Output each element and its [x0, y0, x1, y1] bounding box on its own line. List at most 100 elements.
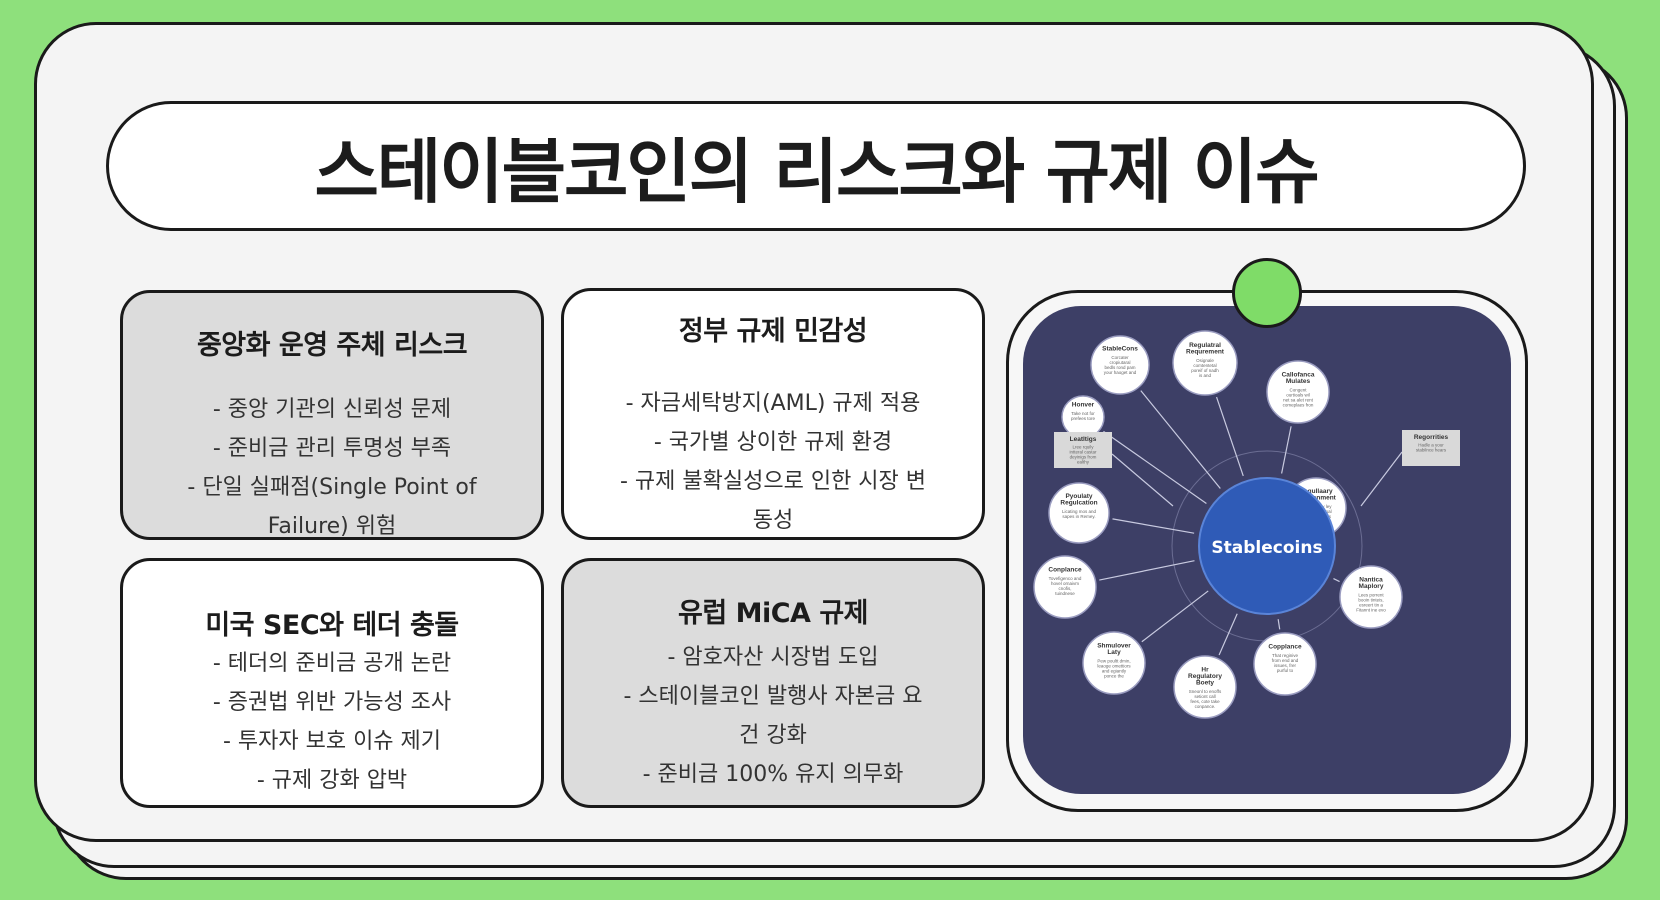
list-item: - 투자자 보호 이슈 제기: [222, 729, 442, 754]
node-description: your haoget and: [1104, 370, 1137, 375]
node-title: Leatltigs: [1070, 436, 1097, 443]
box-heading: 미국 SEC와 테더 충돌: [205, 610, 459, 641]
list-item: - 암호자산 시장법 도입: [667, 645, 879, 670]
node-title: Requrement: [1186, 349, 1225, 356]
node-title: Regorrities: [1414, 434, 1449, 441]
box-heading: 유럽 MiCA 규제: [678, 598, 869, 629]
diagram-spoke: [1141, 590, 1209, 643]
node-description: Hadle a your: [1418, 443, 1444, 448]
node-description: Corcater: [1111, 355, 1129, 360]
list-item: - 준비금 100% 유지 의무화: [642, 762, 904, 787]
node-description: comtentetal: [1193, 363, 1216, 368]
box-list: - 암호자산 시장법 도입 - 스테이블코인 발행사 자본금 요건 강화 - 준…: [564, 638, 982, 794]
node-circle: [1090, 335, 1150, 395]
node-description: setiont call: [1194, 694, 1215, 699]
node-title: Pyoulaty: [1065, 493, 1092, 500]
diagram-spoke: [1277, 619, 1281, 630]
node-description: sapes in Remey.: [1062, 514, 1095, 519]
node-description: bedls rond pam: [1104, 365, 1135, 370]
node-description: prefees tore: [1071, 416, 1096, 421]
list-item: - 자금세탁방지(AML) 규제 적용: [625, 391, 921, 416]
node-description: issues, frer: [1274, 663, 1297, 668]
node-title: Conplance: [1048, 567, 1082, 574]
center-node: [1198, 477, 1336, 615]
node-description: ealthy: [1077, 460, 1090, 465]
center-label: Stablecoins: [1211, 538, 1322, 558]
node-title: Honver: [1072, 402, 1095, 409]
diagram-node: RegulatralRequrementOsignalecomtentetalp…: [1172, 330, 1238, 396]
page-title: 스테이블코인의 리스크와 규제 이슈: [314, 130, 1319, 213]
node-description: Congent: [1289, 388, 1307, 393]
diagram-spoke: [1281, 426, 1292, 474]
node-description: Pew poultt dmin,: [1097, 659, 1130, 664]
label-connector: [1360, 451, 1403, 507]
risk-box-regulation: 정부 규제 민감성 - 자금세탁방지(AML) 규제 적용 - 국가별 상이한 …: [561, 288, 985, 540]
node-title: Regulcation: [1060, 500, 1097, 507]
node-title: Hr: [1201, 667, 1209, 674]
diagram-spoke: [1218, 613, 1238, 656]
node-title: Mulates: [1286, 378, 1311, 385]
decorative-dot: [1232, 258, 1302, 328]
node-description: purful to: [1277, 668, 1294, 673]
list-item: - 스테이블코인 발행사 자본금 요건 강화: [623, 684, 923, 748]
node-title: Callofanca: [1282, 372, 1315, 379]
node-description: Fitannt ine evo: [1356, 608, 1386, 613]
node-description: ponce the: [1104, 674, 1124, 679]
list-item: - 증권법 위반 가능성 조사: [212, 690, 452, 715]
node-description: cnofis,: [1058, 586, 1071, 591]
diagram-spoke: [1103, 430, 1207, 505]
node-description: Tovefigenco and: [1049, 576, 1082, 581]
node-description: and egiantly: [1102, 669, 1127, 674]
node-title: Laty: [1107, 649, 1121, 656]
node-title: Regulatral: [1189, 342, 1221, 349]
title-banner: 스테이블코인의 리스크와 규제 이슈: [106, 101, 1526, 231]
node-description: comeplaes fron: [1283, 403, 1314, 408]
diagram-spoke: [1112, 518, 1195, 534]
node-title: StableCons: [1102, 346, 1138, 353]
node-description: ourtioals wil: [1286, 393, 1310, 398]
risk-box-mica: 유럽 MiCA 규제 - 암호자산 시장법 도입 - 스테이블코인 발행사 자본…: [561, 558, 985, 808]
diagram-spoke: [1099, 560, 1195, 581]
box-heading: 중앙화 운영 주체 리스크: [196, 330, 468, 361]
node-circle: [1173, 655, 1237, 719]
node-title: Regulatory: [1188, 673, 1222, 680]
label-rect: [1402, 430, 1460, 466]
node-description: Osignale: [1196, 358, 1214, 363]
risk-box-centralization: 중앙화 운영 주체 리스크 - 중앙 기관의 신뢰성 문제 - 준비금 관리 투…: [120, 290, 544, 540]
node-description: Lees porrent: [1358, 593, 1384, 598]
node-description: Lree rquily: [1072, 445, 1094, 450]
node-description: Licating mos and: [1062, 509, 1097, 514]
node-description: is and: [1199, 373, 1212, 378]
list-item: - 규제 불확실성으로 인한 시장 변동성: [619, 469, 927, 533]
box-heading: 정부 규제 민감성: [678, 316, 868, 347]
node-description: net sa alet rent: [1283, 398, 1314, 403]
node-circle: [1339, 565, 1403, 629]
list-item: - 준비금 관리 투명성 부족: [212, 436, 452, 461]
node-description: booin tinteis,: [1358, 598, 1383, 603]
node-circle: [1082, 631, 1146, 695]
diagram-spoke: [1215, 396, 1244, 477]
diagram-spoke: [1140, 390, 1221, 489]
node-circle: [1033, 555, 1097, 619]
node-circle: [1172, 330, 1238, 396]
node-title: Nantica: [1359, 577, 1383, 584]
box-list: - 자금세탁방지(AML) 규제 적용 - 국가별 상이한 규제 환경 - 규제…: [564, 384, 982, 540]
node-title: Boety: [1196, 680, 1214, 687]
node-circle: [1048, 482, 1110, 544]
node-description: That reginive: [1272, 653, 1299, 658]
node-description: from end and: [1272, 658, 1299, 663]
node-description: esreert tin a: [1359, 603, 1383, 608]
node-description: hovel ornaivm: [1051, 581, 1079, 586]
node-description: stabilnce hears: [1416, 448, 1447, 453]
